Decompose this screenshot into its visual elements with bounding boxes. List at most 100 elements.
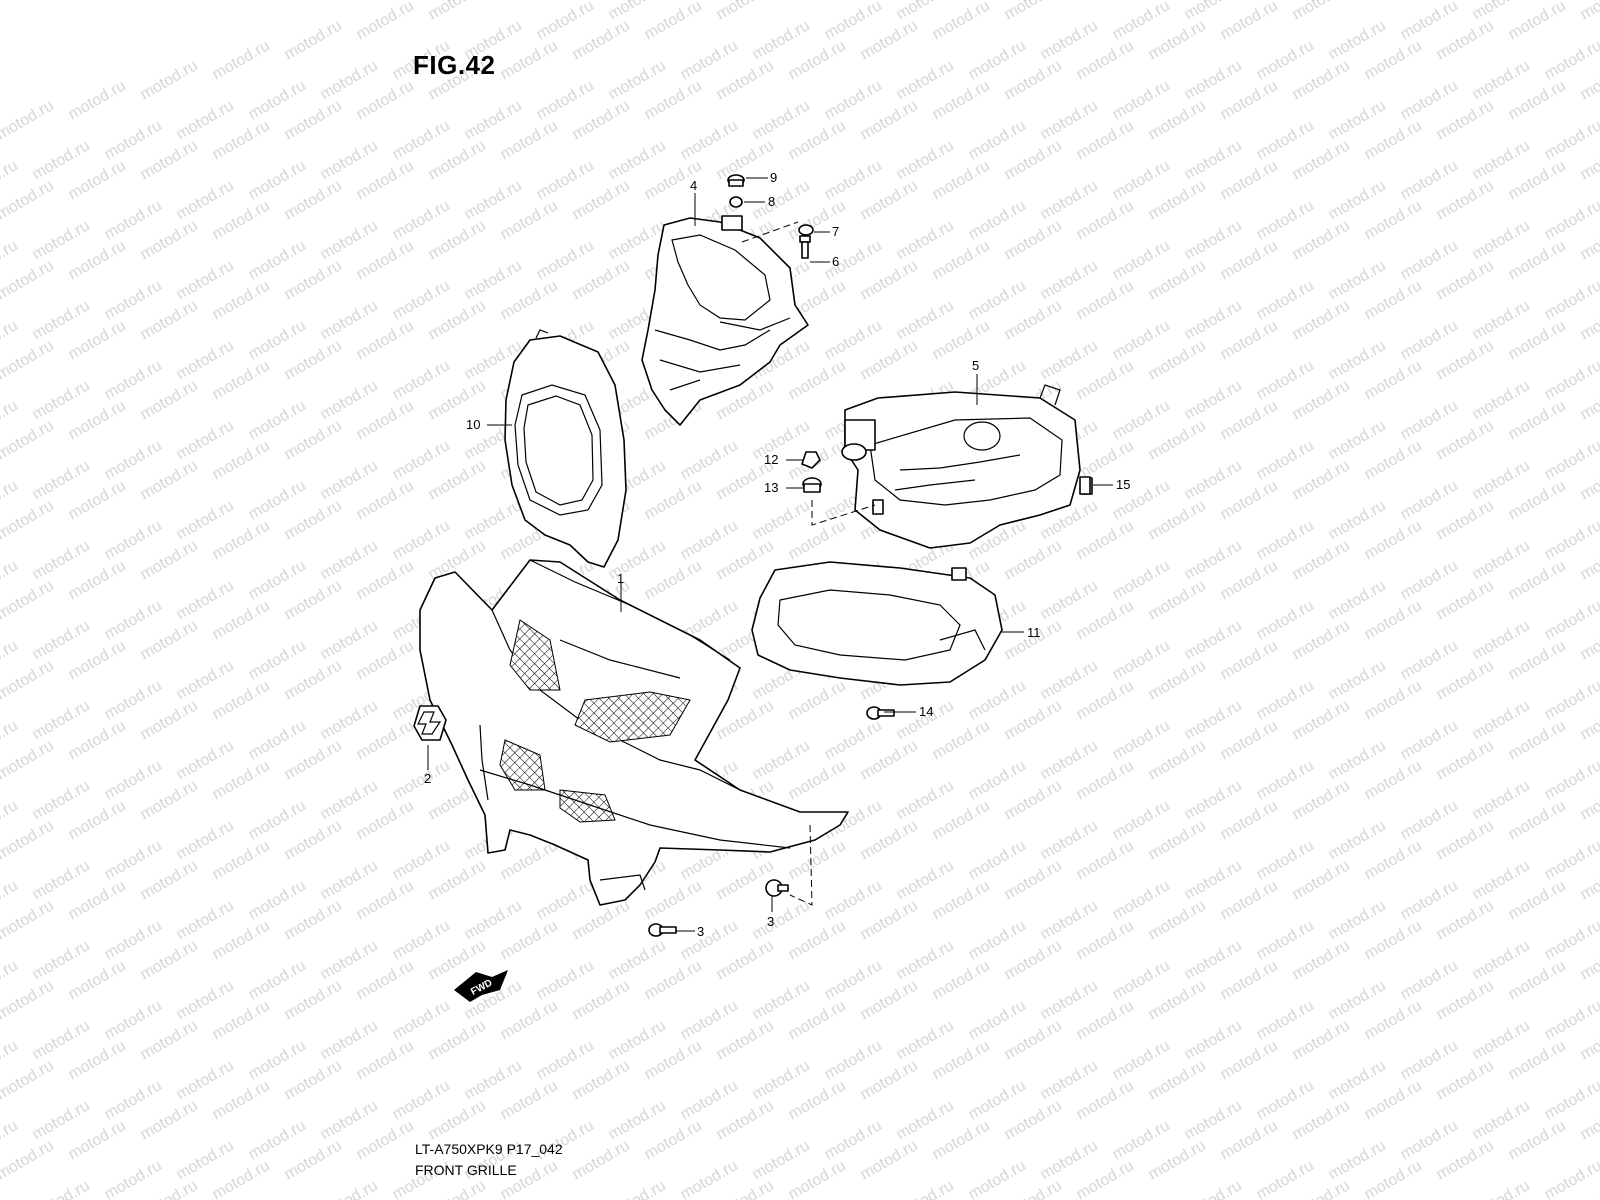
watermark-text: motod.ru	[1182, 457, 1245, 503]
watermark-text: motod.ru	[1362, 837, 1425, 883]
watermark-text: motod.ru	[1002, 537, 1065, 583]
watermark-text: motod.ru	[714, 1097, 777, 1143]
watermark-text: motod.ru	[1362, 437, 1425, 483]
watermark-text: motod.ru	[1182, 617, 1245, 663]
callout-8: 8	[768, 194, 775, 209]
watermark-text: motod.ru	[1506, 237, 1569, 283]
watermark-text: motod.ru	[0, 1137, 57, 1183]
part-7-washer	[798, 224, 814, 236]
watermark-text: motod.ru	[318, 217, 381, 263]
watermark-text: motod.ru	[714, 537, 777, 583]
watermark-text: motod.ru	[1326, 417, 1389, 463]
watermark-text: motod.ru	[174, 417, 237, 463]
watermark-text: motod.ru	[1254, 757, 1317, 803]
watermark-text: motod.ru	[642, 477, 705, 523]
watermark-text: motod.ru	[822, 157, 885, 203]
watermark-text: motod.ru	[66, 1117, 129, 1163]
watermark-text: motod.ru	[246, 157, 309, 203]
watermark-text: motod.ru	[426, 297, 489, 343]
watermark-text: motod.ru	[858, 737, 921, 783]
watermark-text: motod.ru	[1074, 117, 1137, 163]
watermark-text: motod.ru	[246, 77, 309, 123]
watermark-text: motod.ru	[1182, 297, 1245, 343]
watermark-text: motod.ru	[1146, 97, 1209, 143]
watermark-text: motod.ru	[606, 1097, 669, 1143]
watermark-text: motod.ru	[174, 177, 237, 223]
watermark-text: motod.ru	[678, 917, 741, 963]
watermark-text: motod.ru	[1434, 977, 1497, 1023]
watermark-text: motod.ru	[678, 997, 741, 1043]
watermark-text: motod.ru	[282, 977, 345, 1023]
watermark-text: motod.ru	[318, 697, 381, 743]
watermark-text: motod.ru	[210, 837, 273, 883]
watermark-text: motod.ru	[1362, 677, 1425, 723]
watermark-text: motod.ru	[462, 177, 525, 223]
watermark-text: motod.ru	[1038, 577, 1101, 623]
watermark-text: motod.ru	[786, 677, 849, 723]
watermark-text: motod.ru	[1146, 897, 1209, 943]
watermark-text: motod.ru	[1290, 57, 1353, 103]
watermark-text: motod.ru	[1470, 217, 1533, 263]
watermark-text: motod.ru	[1110, 157, 1173, 203]
watermark-text: motod.ru	[1182, 137, 1245, 183]
watermark-text: motod.ru	[1074, 1077, 1137, 1123]
watermark-text: motod.ru	[66, 557, 129, 603]
watermark-text: motod.ru	[1542, 917, 1600, 963]
watermark-text: motod.ru	[750, 977, 813, 1023]
watermark-text: motod.ru	[1182, 857, 1245, 903]
watermark-text: motod.ru	[30, 377, 93, 423]
watermark-text: motod.ru	[642, 957, 705, 1003]
watermark-text: motod.ru	[174, 737, 237, 783]
watermark-text: motod.ru	[1254, 837, 1317, 883]
watermark-text: motod.ru	[570, 977, 633, 1023]
watermark-text: motod.ru	[210, 1077, 273, 1123]
watermark-text: motod.ru	[570, 17, 633, 63]
watermark-text: motod.ru	[894, 937, 957, 983]
watermark-text: motod.ru	[1326, 257, 1389, 303]
part-6-bolt-shank	[801, 241, 809, 259]
watermark-text: motod.ru	[210, 757, 273, 803]
watermark-text: motod.ru	[138, 377, 201, 423]
watermark-text: motod.ru	[822, 77, 885, 123]
watermark-text: motod.ru	[1470, 617, 1533, 663]
watermark-text: motod.ru	[30, 857, 93, 903]
watermark-text: motod.ru	[1434, 897, 1497, 943]
watermark-text: motod.ru	[318, 1017, 381, 1063]
watermark-text: motod.ru	[66, 1037, 129, 1083]
watermark-text: motod.ru	[1218, 797, 1281, 843]
watermark-text: motod.ru	[138, 1017, 201, 1063]
watermark-text: motod.ru	[1542, 1157, 1600, 1200]
watermark-text: motod.ru	[786, 517, 849, 563]
watermark-text: motod.ru	[786, 997, 849, 1043]
watermark-text: motod.ru	[1506, 397, 1569, 443]
watermark-text: motod.ru	[858, 1137, 921, 1183]
watermark-text: motod.ru	[1362, 757, 1425, 803]
callout-3b: 3	[767, 914, 774, 929]
watermark-text: motod.ru	[246, 717, 309, 763]
watermark-text: motod.ru	[318, 377, 381, 423]
watermark-text: motod.ru	[210, 1157, 273, 1200]
watermark-text: motod.ru	[30, 937, 93, 983]
watermark-text: motod.ru	[354, 77, 417, 123]
watermark-text: motod.ru	[894, 1097, 957, 1143]
watermark-text: motod.ru	[1218, 157, 1281, 203]
watermark-text: motod.ru	[1326, 1137, 1389, 1183]
watermark-text: motod.ru	[822, 1037, 885, 1083]
watermark-text: motod.ru	[1362, 0, 1425, 3]
watermark-text: motod.ru	[138, 57, 201, 103]
watermark-text: motod.ru	[66, 397, 129, 443]
watermark-text: motod.ru	[174, 817, 237, 863]
watermark-text: motod.ru	[174, 897, 237, 943]
watermark-text: motod.ru	[1182, 937, 1245, 983]
watermark-text: motod.ru	[0, 1057, 57, 1103]
watermark-text: motod.ru	[318, 857, 381, 903]
watermark-text: motod.ru	[1362, 37, 1425, 83]
watermark-text: motod.ru	[1110, 797, 1173, 843]
watermark-text: motod.ru	[1074, 677, 1137, 723]
watermark-text: motod.ru	[1146, 577, 1209, 623]
watermark-text: motod.ru	[858, 977, 921, 1023]
watermark-text: motod.ru	[210, 37, 273, 83]
watermark-text: motod.ru	[750, 417, 813, 463]
watermark-text: motod.ru	[1362, 1157, 1425, 1200]
watermark-text: motod.ru	[1506, 957, 1569, 1003]
